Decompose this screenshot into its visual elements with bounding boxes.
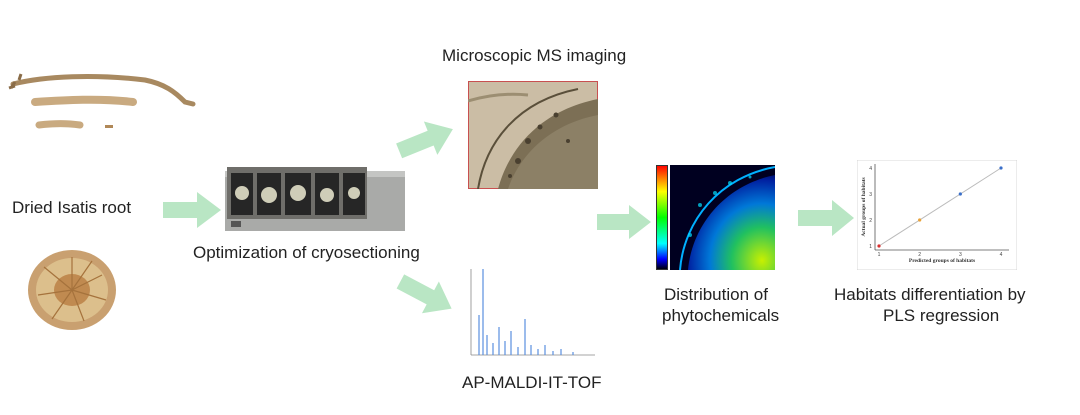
microscopic-label: Microscopic MS imaging <box>442 46 627 65</box>
distribution-label-line2: phytochemicals <box>662 306 780 325</box>
root-cross-section-image <box>28 250 116 330</box>
habitats-label-line1: Habitats differentiation by <box>834 285 1026 304</box>
data-point <box>877 244 881 248</box>
y-tick-label: 1 <box>869 244 872 250</box>
cryosectioning-holder-image <box>225 167 405 231</box>
x-tick-label: 3 <box>959 252 962 258</box>
intensity-color-bar <box>656 165 668 270</box>
data-point <box>958 192 962 196</box>
arrow-to-habitats <box>798 200 854 236</box>
maldi-label: AP-MALDI-IT-TOF <box>462 373 602 392</box>
arrow-to-distribution <box>597 205 651 239</box>
y-tick-label: 3 <box>869 192 872 198</box>
cryosectioning-label: Optimization of cryosectioning <box>193 243 420 262</box>
pls-regression-plot: 1 2 3 4 1 2 3 4 Predicted groups of habitats A… <box>857 160 1017 270</box>
x-tick-label: 2 <box>918 252 921 258</box>
y-tick-label: 2 <box>869 218 872 224</box>
phytochemical-distribution-heatmap <box>670 165 775 270</box>
x-tick-label: 4 <box>1000 252 1003 258</box>
data-point <box>999 166 1003 170</box>
arrow-to-maldi <box>396 274 452 314</box>
maldi-spectrum-image <box>463 265 598 362</box>
x-tick-label: 1 <box>878 252 881 258</box>
distribution-label-line1: Distribution of <box>664 285 768 304</box>
data-point <box>918 218 922 222</box>
microscopic-ms-image <box>468 81 598 189</box>
fit-line <box>878 167 1002 247</box>
dried-root-label: Dried Isatis root <box>12 198 132 217</box>
habitats-label-line2: PLS regression <box>883 306 1000 325</box>
arrow-to-cryosectioning <box>163 192 221 228</box>
dried-root-sticks-image <box>8 73 196 129</box>
plot-y-axis-label: Actual groups of habitats <box>861 177 867 236</box>
y-tick-label: 4 <box>869 166 872 172</box>
plot-x-axis-label: Predicted groups of habitats <box>909 258 975 264</box>
arrow-to-microscopic <box>396 121 453 159</box>
